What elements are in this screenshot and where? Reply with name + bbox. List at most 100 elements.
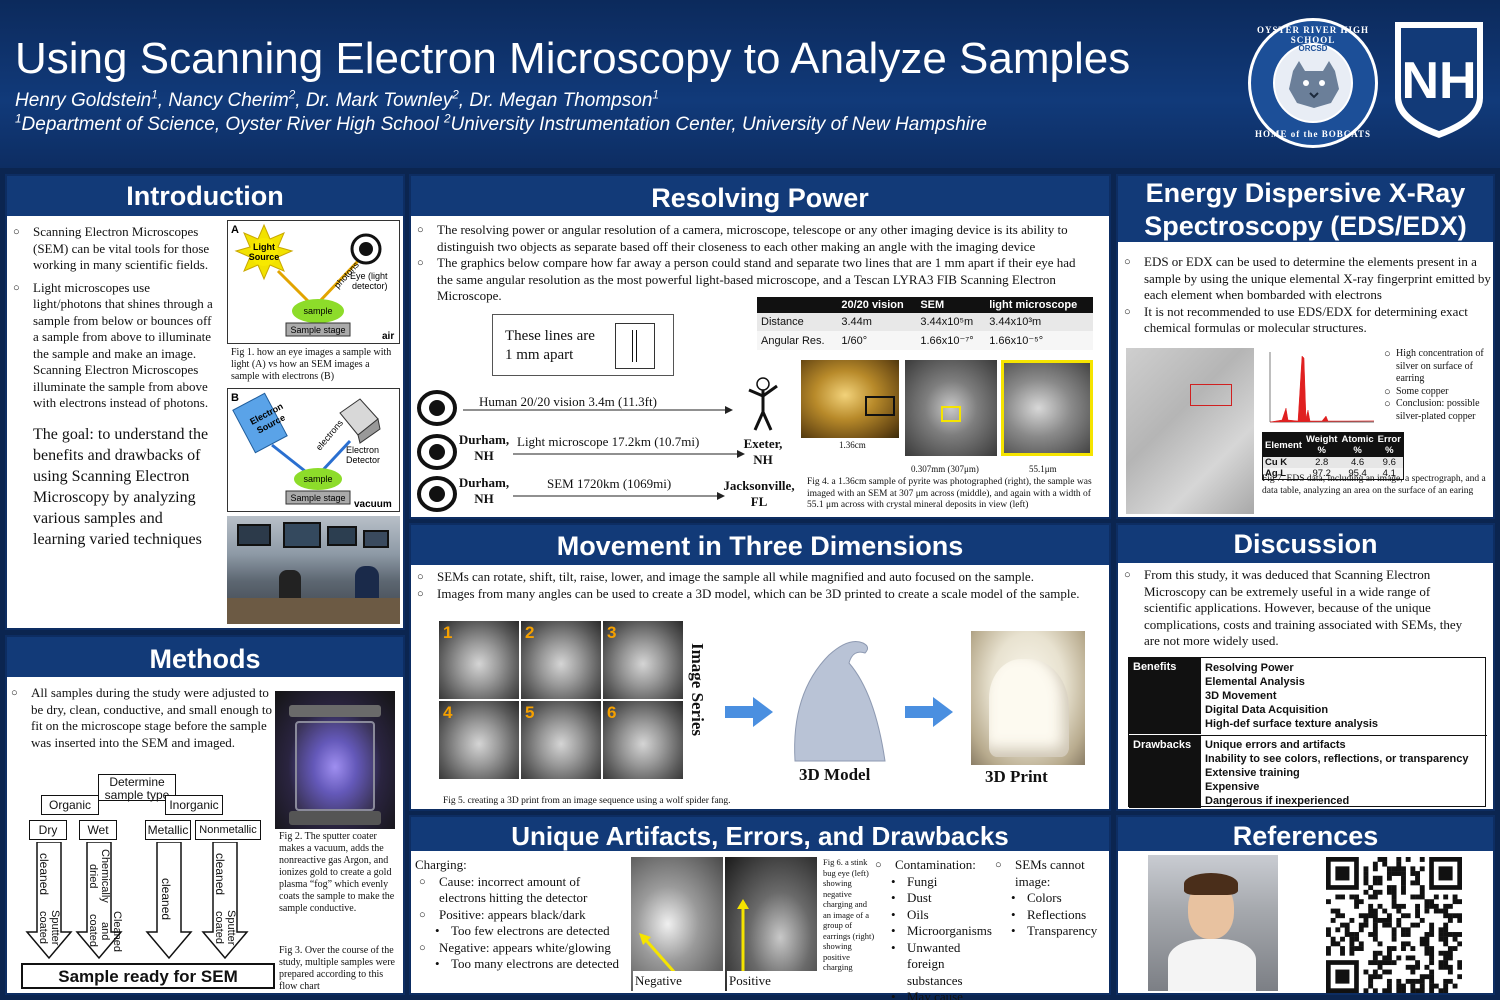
cannot-items: ColorsReflectionsTransparency <box>991 890 1107 940</box>
zoom-box-1 <box>865 396 895 416</box>
eds-bullets: EDS or EDX can be used to determine the … <box>1120 254 1492 337</box>
eds-cell: 4.6 <box>1350 457 1365 468</box>
affiliation-1: Department of Science, Oyster River High… <box>21 114 444 135</box>
row-light-from: Durham, NH <box>458 432 510 463</box>
eds-cell: 9.6 <box>1382 457 1396 468</box>
stink-bug-eye-image <box>631 857 723 991</box>
contamination-item: Unwanted foreign substances <box>871 940 999 990</box>
benefit-item: 3D Movement <box>1205 690 1277 702</box>
eds-panel: Energy Dispersive X-Ray Spectroscopy (ED… <box>1116 174 1495 519</box>
dest-exeter: Exeter, NH <box>743 436 783 467</box>
scale-2: 0.307mm (307μm) <box>911 464 979 474</box>
charging-positive-detail: Too few electrons are detected <box>415 923 627 940</box>
eds-cell: 95.4 <box>1348 468 1367 479</box>
flow-nonmetallic: Nonmetallic <box>195 820 261 840</box>
sputter-coater-photo <box>275 691 395 829</box>
flow-dry-sputter: Sputter coated <box>37 910 61 946</box>
sun-icon <box>234 223 294 281</box>
row-sem-from: Durham, NH <box>458 475 510 506</box>
eds-cell: Ag L <box>1265 468 1287 479</box>
affiliations: 1Department of Science, Oyster River Hig… <box>15 112 987 135</box>
eds-bullet-2: It is not recommended to use EDS/EDX for… <box>1120 304 1492 337</box>
resolving-bullet-2: The graphics below compare how far away … <box>413 255 1083 305</box>
sample-blob <box>292 299 344 323</box>
intro-bullets: Scanning Electron Microscopes (SEM) can … <box>9 224 219 550</box>
unh-logo-text: NH <box>1401 52 1476 110</box>
fang-image: 3 <box>603 621 683 699</box>
row-sem-label: SEM 1720km (1069mi) <box>547 476 672 491</box>
eds-cell: 2.8 <box>1315 457 1329 468</box>
cannot-item: Colors <box>991 890 1107 907</box>
eds-spectrograph <box>1262 348 1376 428</box>
references-panel: References <box>1116 815 1495 995</box>
eds-table-header: Element Weight % Atomic % Error % <box>1262 432 1404 457</box>
rt-h0 <box>757 297 837 313</box>
negative-label: Negative <box>633 971 723 991</box>
drawback-item: Inability to see colors, reflections, or… <box>1205 753 1469 765</box>
eds-table: Element Weight % Atomic % Error % Cu K 2.… <box>1262 432 1404 480</box>
affiliation-2: University Instrumentation Center, Unive… <box>450 114 987 135</box>
contamination-item: Dust <box>871 890 999 907</box>
discussion-bullet: From this study, it was deduced that Sca… <box>1120 567 1466 650</box>
oyster-river-logo: OYSTER RIVER HIGH SCHOOL ORCSD HOME of t… <box>1248 18 1378 148</box>
sem-imaging-diagram: B Electron Source electrons Electron Det… <box>231 392 392 510</box>
eds-cell: 97.2 <box>1312 468 1331 479</box>
fang-image-number: 3 <box>607 623 617 642</box>
flow-ready: Sample ready for SEM <box>21 963 275 989</box>
lab-photo <box>227 516 400 624</box>
eds-heading: Energy Dispersive X-Ray Spectroscopy (ED… <box>1118 176 1493 242</box>
intro-goal: The goal: to understand the benefits and… <box>33 425 209 548</box>
light-source-label: Light <box>253 242 275 252</box>
arrow-wet <box>75 842 123 960</box>
flow-nonmetal-cleaned: cleaned <box>213 852 227 896</box>
stage-label-b: Sample stage <box>290 493 345 503</box>
row-light-label: Light microscope 17.2km (10.7mi) <box>517 434 700 449</box>
flow-wet-chem: Chemically dried <box>87 849 111 903</box>
rt-cell: 1.66x10⁻⁷° <box>920 335 974 347</box>
eye-icon <box>417 476 457 512</box>
benefit-item: Digital Data Acquisition <box>1205 704 1329 716</box>
scale-3: 55.1μm <box>1029 464 1057 474</box>
logo-ring-bottom: HOME of the BOBCATS <box>1254 129 1372 139</box>
fig3-caption: Fig 3. Over the course of the study, mul… <box>279 945 395 992</box>
charging-heading: Charging: <box>415 857 467 872</box>
contamination-items: FungiDustOilsMicroorganismsUnwanted fore… <box>871 874 999 1000</box>
env-air: air <box>382 331 394 342</box>
drawback-item: Extensive training <box>1205 767 1300 779</box>
author-name: Dr. Megan Thompson <box>469 90 653 111</box>
eds-cell: Cu K <box>1265 457 1288 468</box>
flow-wet-cleaned-coated: Cleaned and coated <box>87 910 123 952</box>
fig2-caption: Fig 2. The sputter coater makes a vacuum… <box>279 831 395 914</box>
poster-header: Using Scanning Electron Microscopy to An… <box>0 0 1500 168</box>
eds-note: Conclusion: possible silver-plated coppe… <box>1380 398 1494 423</box>
benefit-item: Elemental Analysis <box>1205 676 1305 688</box>
intro-bullet-1: Scanning Electron Microscopes (SEM) can … <box>9 224 219 274</box>
charging-positive: Positive: appears black/dark <box>415 907 627 924</box>
rt-cell: 3.44x10⁵m <box>920 316 974 328</box>
eds-h2: Atomic % <box>1341 434 1374 456</box>
rt-cell: 3.44m <box>841 316 872 328</box>
introduction-panel: Introduction Scanning Electron Microscop… <box>5 174 405 630</box>
fang-image-number: 2 <box>525 623 535 642</box>
artifacts-heading: Unique Artifacts, Errors, and Drawbacks <box>411 817 1109 851</box>
3d-print-label: 3D Print <box>985 767 1048 786</box>
author-name: Henry Goldstein <box>15 90 152 111</box>
emitted-electrons <box>320 439 352 473</box>
contamination-item: Fungi <box>871 874 999 891</box>
flow-determine: Determine sample type <box>98 774 176 802</box>
dest-jacksonville: Jacksonville, FL <box>723 478 795 509</box>
table-row: Cu K 2.8 4.6 9.6 <box>1262 457 1404 468</box>
light-ray <box>276 269 314 307</box>
eye-icon <box>417 390 457 426</box>
movement-panel: Movement in Three Dimensions SEMs can ro… <box>409 523 1111 811</box>
negative-arrow <box>643 938 677 974</box>
earrings-image <box>725 857 817 991</box>
drawback-item: Expensive <box>1205 781 1260 793</box>
author-affil-sup: 1 <box>151 88 158 102</box>
light-imaging-diagram: A Light Source photons Eye (light detect… <box>231 223 394 342</box>
flow-organic: Organic <box>41 795 99 815</box>
qr-code[interactable] <box>1326 857 1462 993</box>
resolving-bullet-1: The resolving power or angular resolutio… <box>413 222 1103 255</box>
drawbacks-label: Drawbacks <box>1129 736 1201 808</box>
